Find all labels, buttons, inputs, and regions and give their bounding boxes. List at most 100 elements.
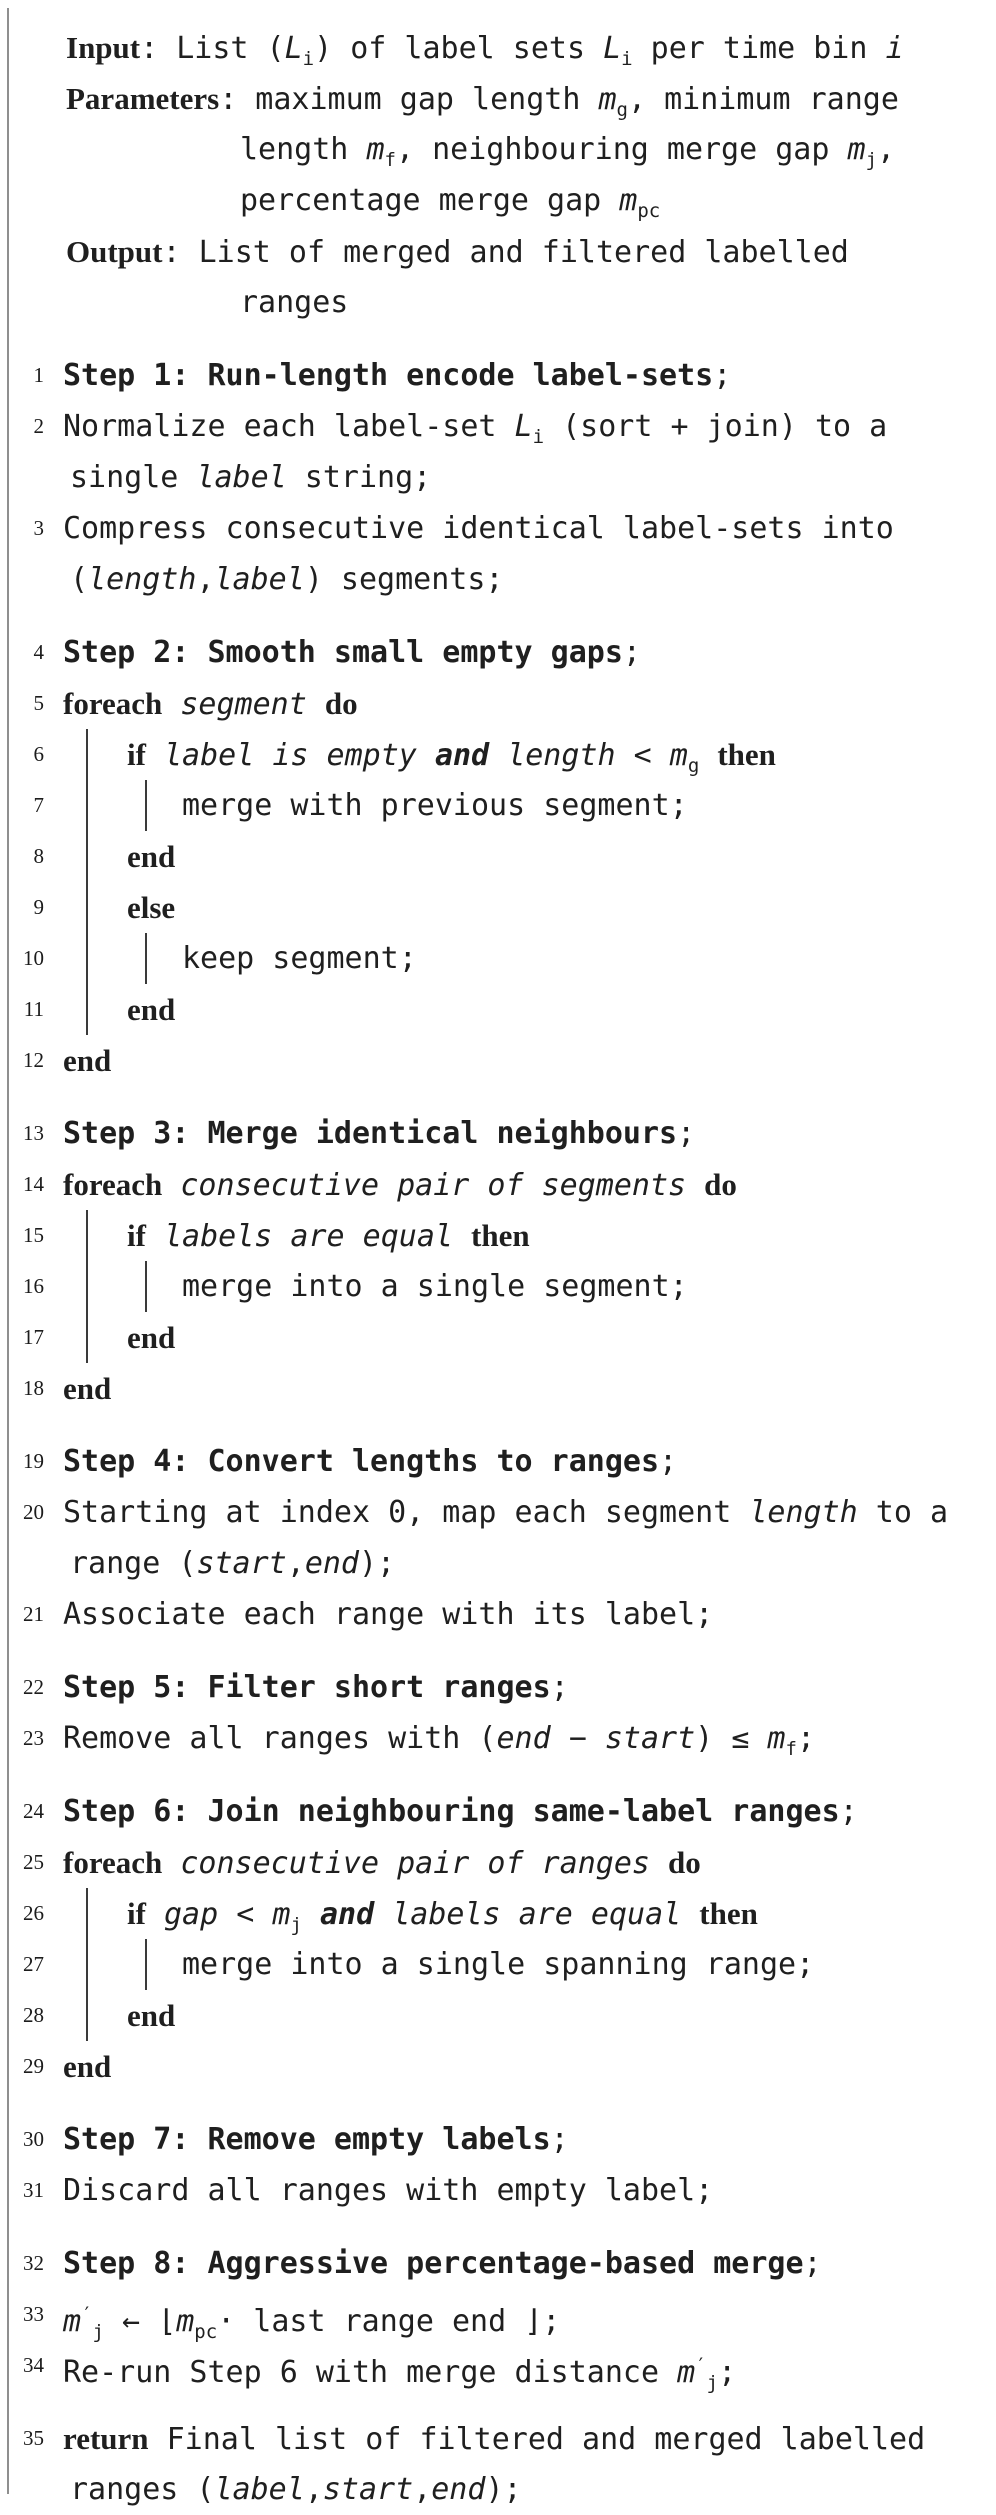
code-text-segment: consecutive pair of ranges: [180, 1846, 650, 1881]
code-text: end: [63, 1035, 111, 1087]
line-number: 6: [33, 742, 45, 766]
header-line: Input: List (Li) of label sets Li per ti…: [0, 22, 996, 73]
indent-rule: [86, 831, 88, 882]
line-number: 2: [33, 414, 45, 438]
code-text-segment: [489, 738, 507, 773]
code-text-segment: ,: [413, 2472, 432, 2507]
code-text-segment: ranges: [240, 285, 349, 320]
code-text: Re-run Step 6 with merge distance m′j;: [63, 2340, 736, 2409]
code-text-segment: end: [127, 992, 176, 1027]
code-text: ranges (label,start,end);: [70, 2464, 522, 2515]
code-text-segment: Output: [66, 234, 163, 269]
line-number: 13: [23, 1121, 44, 1145]
code-text-segment: Re-run Step 6 with merge distance: [63, 2355, 678, 2390]
code-text: Compress consecutive identical label-set…: [63, 503, 894, 554]
code-text-segment: Step 8: Aggressive percentage-based merg…: [63, 2246, 804, 2281]
code-text-segment: gap: [164, 1897, 219, 1932]
code-text-segment: L: [284, 31, 303, 66]
line-number: 34: [23, 2353, 44, 2377]
line-number: 4: [33, 640, 45, 664]
code-text-segment: Normalize each label-set: [63, 409, 515, 444]
code-text: Output: List of merged and filtered labe…: [66, 226, 849, 278]
code-text-segment: g: [687, 755, 700, 777]
code-text-segment: length: [507, 738, 616, 773]
code-text-segment: i: [621, 48, 633, 70]
code-text: Starting at index 0, map each segment le…: [63, 1487, 948, 1538]
line-number: 30: [23, 2127, 44, 2151]
code-text-segment: pc: [637, 200, 661, 222]
code-line-continuation: single label string;: [0, 452, 996, 503]
code-text: end: [127, 1312, 175, 1364]
code-text-segment: ← ⌊: [103, 2304, 177, 2339]
code-text-segment: label: [214, 562, 305, 597]
code-text: if label is empty and length < mg then: [127, 729, 776, 792]
code-text-segment: m: [767, 1721, 786, 1756]
header-line: length mf, neighbouring merge gap mj,: [0, 124, 996, 175]
code-line-continuation: ranges (label,start,end);: [0, 2464, 996, 2515]
code-text-segment: : List (: [140, 31, 285, 66]
code-text-segment: Compress consecutive identical label-set…: [63, 511, 894, 546]
line-number: 21: [23, 1602, 44, 1626]
indent-rule: [145, 1939, 147, 1990]
line-number: 28: [23, 2003, 44, 2027]
code-text: Input: List (Li) of label sets Li per ti…: [66, 22, 904, 85]
code-text: keep segment;: [182, 933, 417, 984]
page-border-left: [7, 8, 9, 2494]
code-text: Step 4: Convert lengths to ranges;: [63, 1436, 677, 1487]
code-text-segment: end: [127, 1320, 176, 1355]
line-number: 23: [23, 1726, 44, 1750]
code-text-segment: [162, 687, 180, 722]
code-text-segment: keep segment;: [182, 941, 417, 976]
line-number: 27: [23, 1952, 44, 1976]
code-text: Parameters: maximum gap length mg, minim…: [66, 73, 899, 136]
code-text-segment: : maximum gap length: [219, 82, 599, 117]
code-text-segment: j: [706, 2372, 719, 2394]
code-text-segment: ′: [81, 2303, 93, 2325]
code-text-segment: ;: [550, 1670, 569, 1705]
code-text-segment: f: [785, 1738, 797, 1760]
code-text-segment: length: [240, 132, 367, 167]
code-text-segment: to a: [857, 1495, 949, 1530]
code-text-segment: end: [63, 1371, 112, 1406]
line-number: 7: [33, 793, 45, 817]
code-text: merge with previous segment;: [182, 780, 688, 831]
line-number: 18: [23, 1376, 44, 1400]
code-text-segment: label: [214, 2472, 305, 2507]
code-text-segment: and: [434, 738, 490, 773]
code-text-segment: ′: [695, 2354, 707, 2376]
line-number: 20: [23, 1500, 44, 1524]
code-text-segment: and: [319, 1897, 375, 1932]
code-text-segment: [302, 1897, 320, 1932]
indent-rule: [86, 729, 88, 780]
code-text-segment: m: [63, 2304, 82, 2339]
code-text-segment: <: [218, 1897, 273, 1932]
code-text-segment: [146, 1219, 164, 1254]
code-text-segment: );: [359, 1546, 396, 1581]
indent-rule: [86, 1210, 88, 1261]
code-text-segment: foreach: [63, 1845, 163, 1880]
code-text-segment: [453, 1219, 471, 1254]
code-text-segment: [681, 1897, 699, 1932]
code-text-segment: j: [865, 149, 878, 171]
code-text-segment: m: [847, 132, 866, 167]
code-text-segment: m: [619, 183, 638, 218]
code-text: single label string;: [70, 452, 431, 503]
code-text-segment: do: [324, 686, 358, 721]
code-line-7: 7 merge with previous segment;: [0, 780, 996, 831]
indent-rule: [86, 1261, 88, 1312]
code-text-segment: labels are equal: [392, 1897, 682, 1932]
code-text: if labels are equal then: [127, 1210, 530, 1262]
indent-rule: [86, 780, 88, 831]
line-number: 24: [23, 1799, 44, 1823]
